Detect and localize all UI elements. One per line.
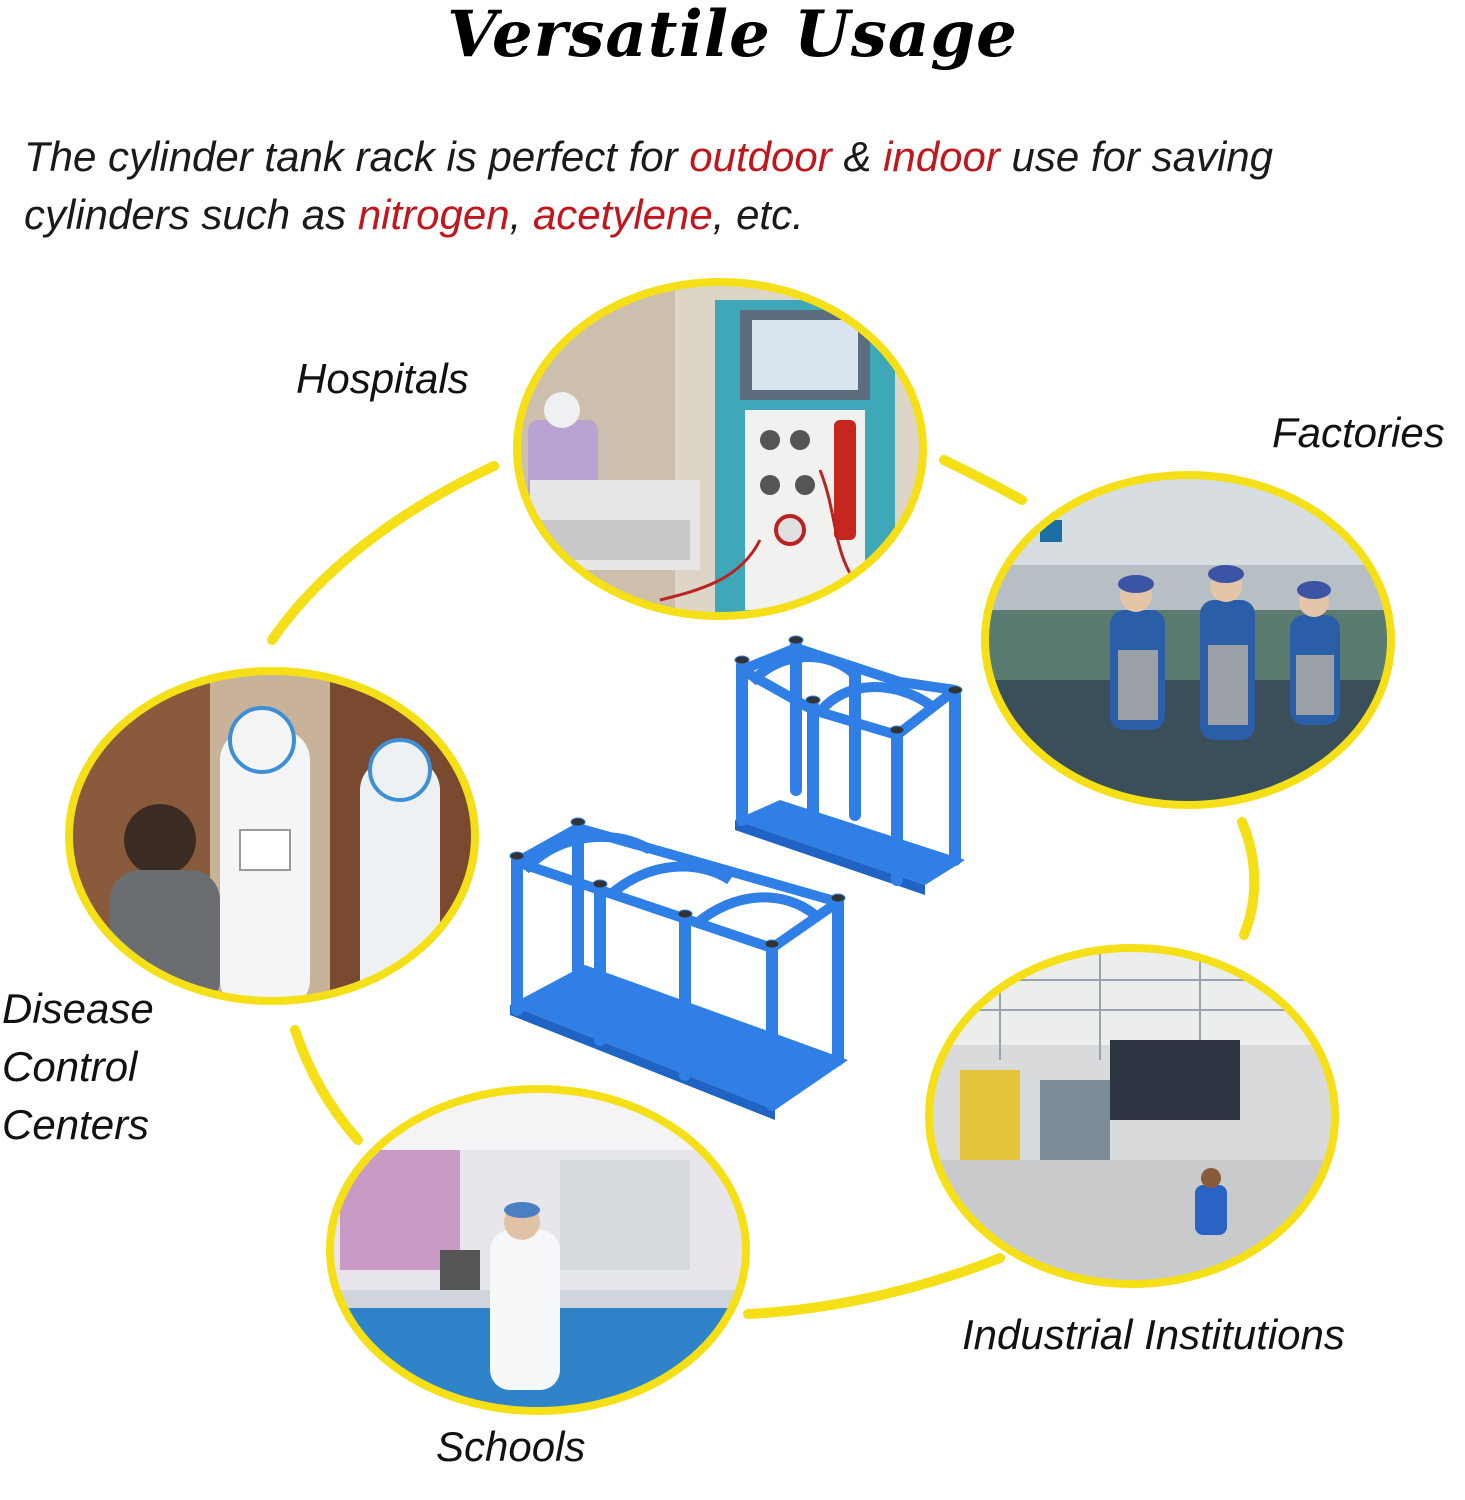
page-title: Versatile Usage	[447, 0, 1018, 72]
intro-indoor: indoor	[883, 133, 1000, 180]
intro-acetylene: acetylene	[532, 191, 713, 238]
intro-part-3: use for saving cylinders such as	[24, 133, 1273, 238]
industrial-photo	[925, 944, 1339, 1288]
intro-outdoor: outdoor	[689, 133, 832, 180]
connector-ring	[267, 455, 1260, 1319]
intro-text: The cylinder tank rack is perfect for ou…	[24, 128, 1444, 244]
label-disease-line-1: Disease	[2, 985, 154, 1032]
label-disease-line-3: Centers	[2, 1101, 150, 1148]
hospitals-photo	[513, 278, 927, 620]
label-schools: Schools	[436, 1423, 586, 1470]
intro-part-1: The cylinder tank rack is perfect for	[24, 133, 690, 180]
factories-photo	[981, 471, 1395, 809]
intro-part-5: , etc.	[712, 191, 804, 238]
label-factories: Factories	[1272, 409, 1445, 456]
label-hospitals: Hospitals	[296, 355, 469, 402]
label-industrial: Industrial Institutions	[962, 1311, 1345, 1358]
label-disease-line-2: Control	[2, 1043, 138, 1090]
three-cylinder-rack-image	[509, 817, 848, 1120]
two-cylinder-rack-image	[734, 635, 965, 895]
intro-part-2: &	[831, 133, 884, 180]
intro-nitrogen: nitrogen	[357, 191, 510, 238]
connector-industrial-schools	[743, 1253, 1005, 1319]
connector-disease-schools	[290, 1025, 363, 1145]
connector-hospitals-disease	[267, 461, 499, 645]
schools-photo	[326, 1085, 750, 1415]
connector-hospitals-factories	[939, 455, 1027, 505]
disease-control-photo	[65, 667, 479, 1005]
connector-factories-industrial	[1237, 817, 1260, 940]
intro-part-4: ,	[509, 191, 533, 238]
